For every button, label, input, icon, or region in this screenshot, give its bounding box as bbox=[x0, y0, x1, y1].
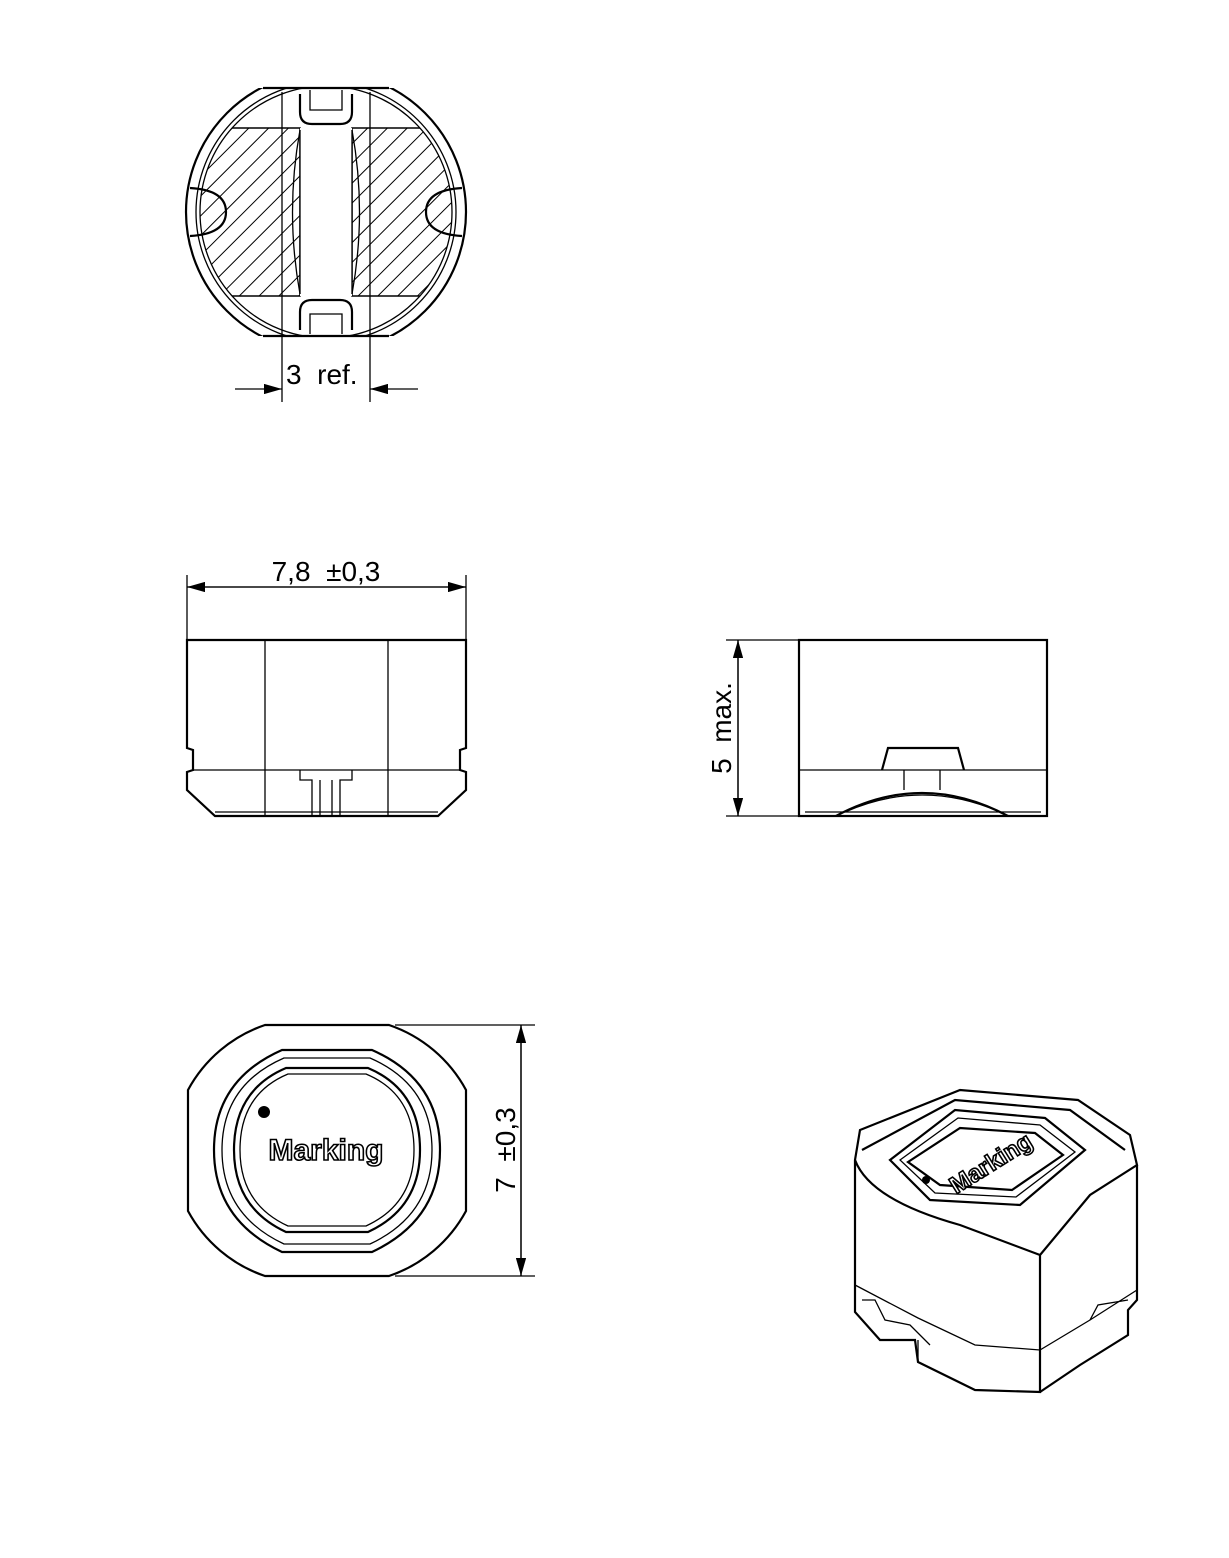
dimension-height: 5 max. bbox=[706, 682, 737, 774]
side-view: 5 max. bbox=[706, 638, 1049, 818]
hatched-terminal-left bbox=[200, 127, 301, 297]
pin1-dot bbox=[258, 1106, 270, 1118]
top-view: 3 ref. bbox=[184, 86, 468, 402]
dimension-terminal-gap: 3 ref. bbox=[286, 359, 358, 390]
front-view: 7,8 ±0,3 bbox=[185, 556, 468, 818]
dimension-length: 7,8 ±0,3 bbox=[272, 556, 381, 587]
dimension-width: 7 ±0,3 bbox=[490, 1107, 521, 1192]
marking-label: Marking bbox=[268, 1134, 383, 1167]
marking-view: Marking 7 ±0,3 bbox=[186, 1023, 535, 1278]
isometric-view: Marking bbox=[853, 1088, 1139, 1394]
